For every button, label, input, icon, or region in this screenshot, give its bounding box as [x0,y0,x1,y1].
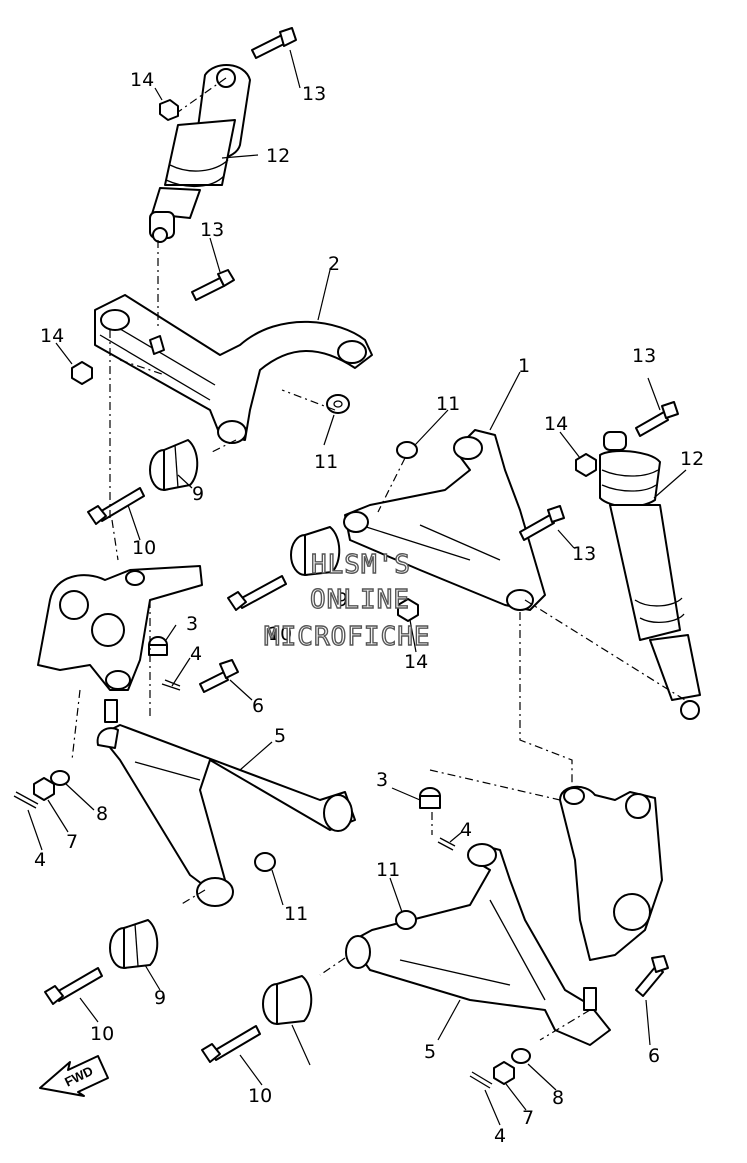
nut-7-right[interactable] [493,1061,515,1085]
callout-9-upper-right: 9 [336,589,348,611]
callout-13-top: 13 [302,83,326,105]
callout-14-upper-arm: 14 [40,325,64,347]
watermark-line-2: ONLINE [310,585,410,615]
callout-2: 2 [328,253,340,275]
cap-11-lower-right[interactable] [395,910,417,930]
cotter-pin-4-right-lower[interactable] [469,1071,493,1089]
callout-11-upper-left: 11 [314,451,338,473]
callout-7-right: 7 [522,1107,534,1129]
knuckle-right[interactable] [559,785,663,961]
nut-3-right[interactable] [419,787,441,809]
callout-1: 1 [518,355,530,377]
callout-4-right-lower: 4 [494,1125,506,1147]
callout-11-lower-left: 11 [284,903,308,925]
bushing-9-upper-right[interactable] [290,526,341,576]
callout-7-left: 7 [66,831,78,853]
cotter-pin-4-left-upper[interactable] [161,679,181,691]
bushing-9-lower-left[interactable] [109,919,159,969]
callout-12-right: 12 [680,448,704,470]
callout-8-right: 8 [552,1087,564,1109]
callout-3-right: 3 [376,769,388,791]
cotter-pin-4-right-upper[interactable] [437,837,456,851]
callout-labels: 2 1 13 12 14 13 14 11 9 10 3 4 6 5 8 7 4… [34,69,704,1147]
callout-14-top: 14 [130,69,154,91]
bushing-9-upper-left[interactable] [149,439,199,491]
bolt-10-upper-left[interactable] [87,487,145,525]
callout-4-left-lower: 4 [34,849,46,871]
leader-lines [27,49,687,1126]
callout-13-right-shock: 13 [632,345,656,367]
bolt-13-right-shock[interactable] [635,401,679,437]
cap-11-upper-right[interactable] [396,441,418,459]
fwd-arrow-icon: FWD [39,1055,109,1097]
bolt-10-lower-right[interactable] [201,1025,261,1063]
upper-shock-bolt-left[interactable] [251,27,297,59]
cotter-pin-4-left-lower[interactable] [13,791,39,809]
bolt-10-upper-right[interactable] [227,575,287,611]
watermark-line-1: HLSM'S [311,550,411,580]
callout-5-right: 5 [424,1041,436,1063]
upper-arm-left[interactable] [94,294,373,444]
lower-arm-left[interactable] [96,699,356,907]
callout-9-upper-left: 9 [192,483,204,505]
right-shock-absorber[interactable] [599,431,701,720]
callout-14-right-shock: 14 [544,413,568,435]
shock-nut-left[interactable] [159,99,179,121]
callout-5-left: 5 [274,725,286,747]
callout-4-right-upper: 4 [460,819,472,841]
nut-3-left[interactable] [148,636,168,656]
callout-10-upper-left: 10 [132,537,156,559]
callout-10-upper-right: 10 [268,623,292,645]
nut-14-right-shock[interactable] [575,453,597,477]
knuckle-left[interactable] [37,565,203,691]
cap-11-lower-left[interactable] [254,852,276,872]
bushing-9-lower-right[interactable] [262,975,313,1025]
washer-8-right[interactable] [511,1048,531,1064]
assembly-lines [71,77,686,1041]
callout-4-left-upper: 4 [190,643,202,665]
callout-11-lower-right: 11 [376,859,400,881]
nut-7-left[interactable] [33,777,55,801]
callout-6-left: 6 [252,695,264,717]
callout-3-left: 3 [186,613,198,635]
left-shock-absorber[interactable] [149,63,251,243]
callout-12-left: 12 [266,145,290,167]
cap-11-upper-left[interactable] [326,394,350,414]
callout-14-upper-arm-right: 14 [404,651,428,673]
bolt-10-lower-left[interactable] [44,967,103,1005]
callout-9-lower-left: 9 [154,987,166,1009]
lower-arm-right[interactable] [345,843,611,1046]
watermark-line-3: MICROFICHE [264,622,431,652]
callout-8-left: 8 [96,803,108,825]
nut-14-upper-right[interactable] [397,598,419,622]
callout-13-upper-arm: 13 [200,219,224,241]
callout-11-upper-right: 11 [436,393,460,415]
callout-10-lower-right: 10 [248,1085,272,1107]
upper-arm-right[interactable] [343,429,546,611]
callout-13-upper-arm-right: 13 [572,543,596,565]
bolt-6-left[interactable] [199,659,239,693]
washer-8-left[interactable] [50,770,70,786]
bolt-13-upper-right[interactable] [519,505,565,541]
upper-arm-nut-14-left[interactable] [71,361,93,385]
bolt-6-right[interactable] [635,955,669,997]
upper-arm-bolt-13-left[interactable] [191,269,235,301]
callout-6-right: 6 [648,1045,660,1067]
callout-10-lower-left: 10 [90,1023,114,1045]
watermark: HLSM'S ONLINE MICROFICHE [263,549,431,652]
